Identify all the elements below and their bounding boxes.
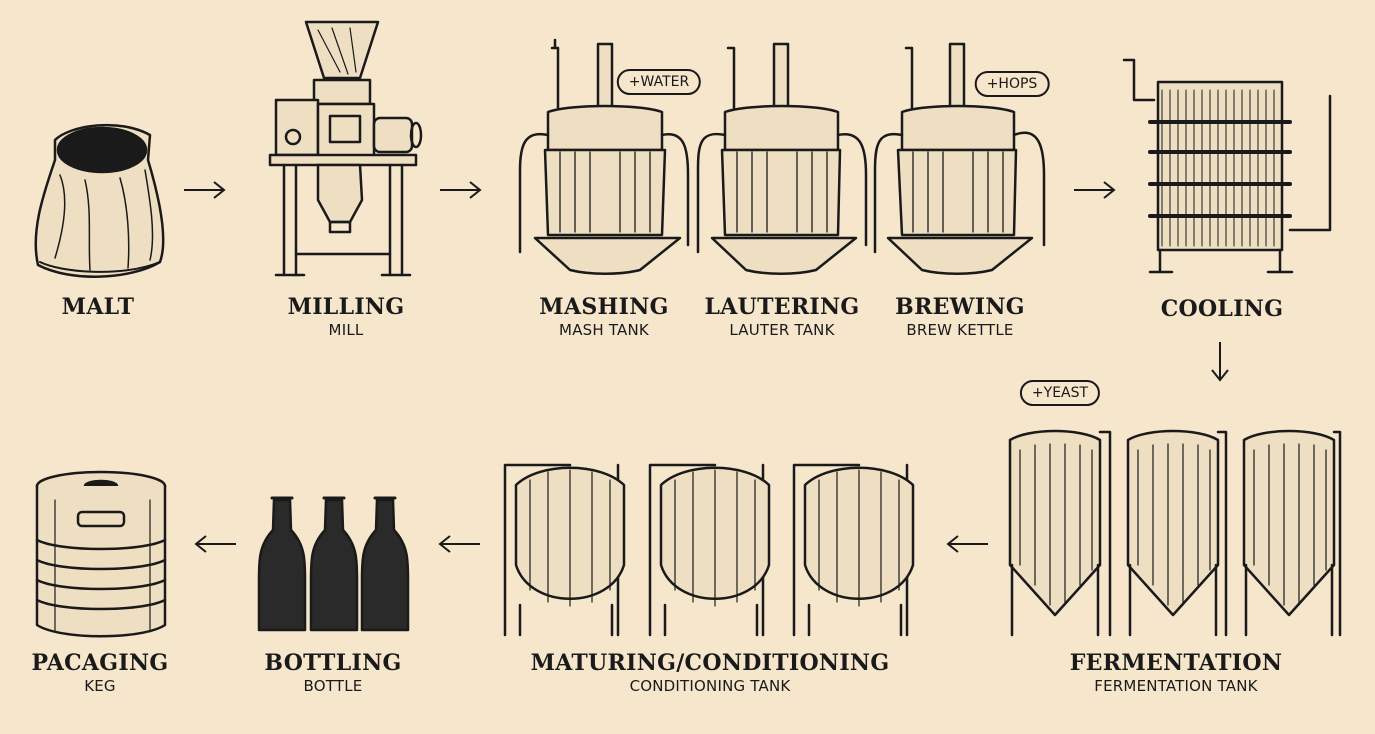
- step-title: FERMENTATION: [1069, 650, 1283, 676]
- step-subtitle: MILL: [328, 321, 364, 339]
- step-title: BREWING: [895, 294, 1025, 320]
- keg-illustration: [35, 470, 167, 638]
- mill-illustration: [268, 20, 423, 277]
- fermentation-tanks-illustration: [1008, 429, 1342, 637]
- water-addition-tag: +WATER: [616, 69, 702, 95]
- step-subtitle: BOTTLE: [303, 677, 363, 695]
- step-subtitle: CONDITIONING TANK: [629, 677, 791, 695]
- step-maturing: MATURING/CONDITIONING CONDITIONING TANK: [531, 650, 890, 696]
- arrow-fermentation-to-maturing: [946, 535, 988, 553]
- step-title: LAUTERING: [704, 294, 860, 320]
- hops-addition-tag: +HOPS: [974, 71, 1050, 97]
- step-subtitle: BREW KETTLE: [906, 321, 1014, 339]
- step-milling: MILLING MILL: [288, 294, 405, 340]
- step-malt: MALT: [62, 294, 135, 320]
- cooler-illustration: [1122, 58, 1332, 274]
- arrow-brewing-to-cooling: [1074, 181, 1116, 199]
- step-title: MATURING/CONDITIONING: [530, 650, 890, 676]
- step-subtitle: KEG: [84, 677, 116, 695]
- step-packaging: PACAGING KEG: [32, 650, 169, 696]
- step-title: BOTTLING: [264, 650, 402, 676]
- step-title: PACAGING: [31, 650, 169, 676]
- lauter-tank-illustration: [696, 42, 868, 275]
- step-title: MALT: [61, 294, 135, 320]
- arrow-maturing-to-bottling: [438, 535, 480, 553]
- arrow-cooling-to-fermentation: [1211, 342, 1229, 382]
- arrow-bottling-to-packaging: [194, 535, 236, 553]
- conditioning-tanks-illustration: [503, 463, 915, 637]
- step-mashing: MASHING MASH TANK: [539, 294, 668, 340]
- yeast-addition-tag: +YEAST: [1019, 380, 1101, 406]
- step-subtitle: FERMENTATION TANK: [1094, 677, 1258, 695]
- mash-tank-illustration: [518, 38, 690, 275]
- step-subtitle: LAUTER TANK: [729, 321, 835, 339]
- step-fermentation: FERMENTATION FERMENTATION TANK: [1070, 650, 1282, 696]
- step-subtitle: MASH TANK: [559, 321, 649, 339]
- malt-sack-illustration: [34, 123, 165, 278]
- step-brewing: BREWING BREW KETTLE: [895, 294, 1025, 340]
- step-title: MILLING: [287, 294, 405, 320]
- step-title: MASHING: [539, 294, 669, 320]
- arrow-malt-to-milling: [184, 181, 226, 199]
- brew-kettle-illustration: [873, 42, 1046, 275]
- step-lautering: LAUTERING LAUTER TANK: [704, 294, 859, 340]
- step-title: COOLING: [1160, 296, 1284, 322]
- step-bottling: BOTTLING BOTTLE: [264, 650, 401, 696]
- bottles-illustration: [257, 496, 410, 632]
- arrow-milling-to-mashing: [440, 181, 482, 199]
- step-cooling: COOLING: [1161, 296, 1284, 322]
